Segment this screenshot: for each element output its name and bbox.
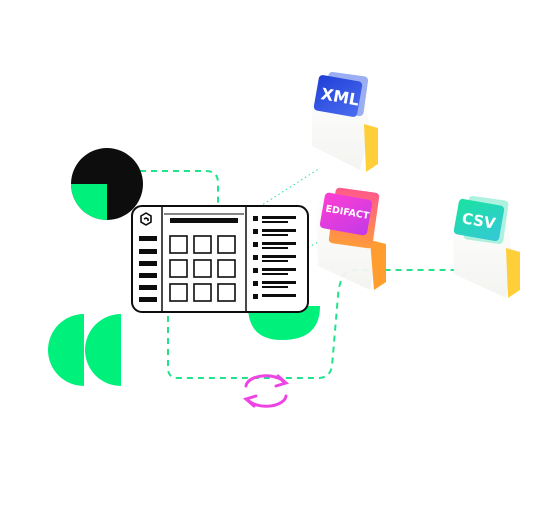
folder-label-csv: CSV	[461, 209, 498, 233]
dashboard-window	[131, 205, 309, 313]
sync-arrows-icon	[242, 374, 290, 408]
leaf-shape	[248, 306, 320, 340]
connector-bottom	[167, 269, 456, 379]
folder-csv: CSV	[452, 195, 520, 298]
folder-xml: XML	[312, 71, 378, 172]
connector-lines	[140, 170, 456, 379]
half-circles-shape	[48, 314, 121, 386]
connector-top	[140, 170, 219, 206]
app-logo-icon	[140, 212, 152, 226]
folder-edifact: EDIFACT	[316, 187, 386, 290]
content-header-bar	[170, 218, 238, 223]
content-list	[253, 216, 296, 299]
content-grid	[169, 235, 236, 302]
pie-shape	[71, 148, 143, 220]
side-menu	[139, 236, 157, 302]
